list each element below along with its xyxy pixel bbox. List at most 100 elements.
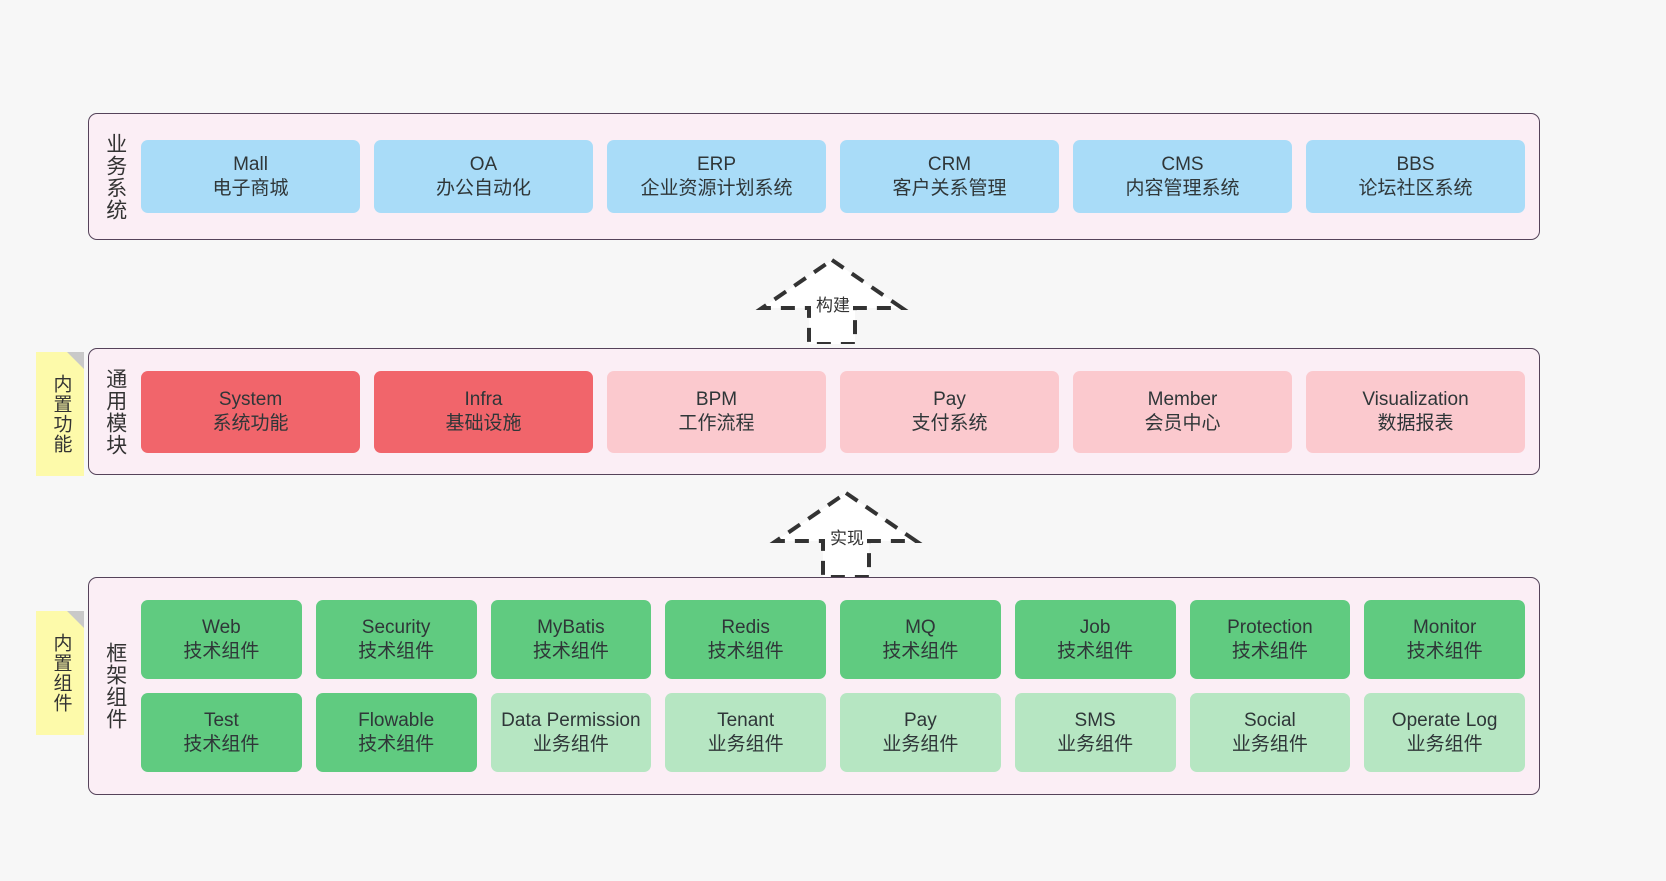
system-card-oa[interactable]: OA 办公自动化 <box>374 140 593 213</box>
card-name: Data Permission <box>501 709 641 731</box>
card-name: Member <box>1147 388 1218 410</box>
component-card-flowable[interactable]: Flowable 技术组件 <box>315 693 477 772</box>
card-desc: 技术组件 <box>532 640 609 662</box>
card-desc: 办公自动化 <box>435 177 531 199</box>
layer-title-common: 通用模块 <box>103 367 127 456</box>
layer-common-modules: 通用模块 System 系统功能 Infra 基础设施 BPM 工作流程 Pay… <box>88 348 1540 475</box>
card-name: System <box>218 388 283 410</box>
card-name: Infra <box>464 388 503 410</box>
card-desc: 技术组件 <box>1406 640 1483 662</box>
layer-body-common: System 系统功能 Infra 基础设施 BPM 工作流程 Pay 支付系统… <box>141 349 1539 474</box>
layer-row: Test 技术组件 Flowable 技术组件 Data Permission … <box>141 693 1525 772</box>
module-card-bpm[interactable]: BPM 工作流程 <box>607 370 826 453</box>
card-desc: 会员中心 <box>1144 412 1221 434</box>
module-card-visualization[interactable]: Visualization 数据报表 <box>1306 370 1525 453</box>
card-desc: 业务组件 <box>532 733 609 755</box>
card-desc: 内容管理系统 <box>1125 177 1240 199</box>
component-card-tenant[interactable]: Tenant 业务组件 <box>665 693 826 772</box>
card-desc: 论坛社区系统 <box>1358 177 1473 199</box>
card-desc: 支付系统 <box>911 412 988 434</box>
layer-framework-components: 框架组件 Web 技术组件 Security 技术组件 MyBatis 技术组件… <box>88 577 1540 795</box>
component-card-operate-log[interactable]: Operate Log 业务组件 <box>1364 693 1525 772</box>
realization-arrow-icon <box>769 490 923 579</box>
module-card-member[interactable]: Member 会员中心 <box>1073 370 1292 453</box>
card-name: SMS <box>1074 709 1116 731</box>
generalization-arrow-icon <box>755 257 909 346</box>
card-name: ERP <box>696 153 737 175</box>
card-name: Redis <box>721 616 770 638</box>
system-card-crm[interactable]: CRM 客户关系管理 <box>840 140 1059 213</box>
card-desc: 技术组件 <box>707 640 784 662</box>
card-desc: 业务组件 <box>1057 733 1134 755</box>
card-desc: 技术组件 <box>1057 640 1134 662</box>
card-desc: 工作流程 <box>678 412 755 434</box>
system-card-bbs[interactable]: BBS 论坛社区系统 <box>1306 140 1525 213</box>
card-desc: 技术组件 <box>1231 640 1308 662</box>
card-desc: 基础设施 <box>445 412 522 434</box>
card-name: Pay <box>933 388 966 410</box>
folded-corner-icon <box>67 611 84 628</box>
card-desc: 企业资源计划系统 <box>640 177 793 199</box>
arrow-label-implement: 实现 <box>830 529 864 548</box>
card-desc: 业务组件 <box>1406 733 1483 755</box>
component-card-mq[interactable]: MQ 技术组件 <box>840 600 1001 679</box>
sticky-note-label: 内置组件 <box>50 633 72 713</box>
module-card-infra[interactable]: Infra 基础设施 <box>374 370 593 453</box>
card-desc: 系统功能 <box>212 412 289 434</box>
component-card-redis[interactable]: Redis 技术组件 <box>665 600 826 679</box>
card-name: Web <box>202 616 241 638</box>
component-card-mybatis[interactable]: MyBatis 技术组件 <box>490 600 652 679</box>
card-name: BBS <box>1396 153 1435 175</box>
card-name: Tenant <box>717 709 775 731</box>
card-name: Operate Log <box>1391 709 1498 731</box>
card-name: CMS <box>1161 153 1204 175</box>
system-card-cms[interactable]: CMS 内容管理系统 <box>1073 140 1292 213</box>
module-card-system[interactable]: System 系统功能 <box>141 370 360 453</box>
card-desc: 数据报表 <box>1377 412 1454 434</box>
layer-title-business: 业务系统 <box>103 132 127 221</box>
card-name: Mall <box>233 153 268 175</box>
card-desc: 技术组件 <box>183 733 260 755</box>
component-card-security[interactable]: Security 技术组件 <box>315 600 477 679</box>
component-card-data-permission[interactable]: Data Permission 业务组件 <box>490 693 652 772</box>
component-card-sms[interactable]: SMS 业务组件 <box>1014 693 1176 772</box>
module-card-pay[interactable]: Pay 支付系统 <box>840 370 1059 453</box>
card-name: Pay <box>904 709 937 731</box>
component-card-protection[interactable]: Protection 技术组件 <box>1189 600 1351 679</box>
card-name: Security <box>361 616 431 638</box>
system-card-mall[interactable]: Mall 电子商城 <box>141 140 360 213</box>
layer-row: Mall 电子商城 OA 办公自动化 ERP 企业资源计划系统 CRM 客户关系… <box>141 140 1525 213</box>
sticky-note-builtin-component: 内置组件 <box>36 611 84 735</box>
component-card-test[interactable]: Test 技术组件 <box>141 693 302 772</box>
layer-row: System 系统功能 Infra 基础设施 BPM 工作流程 Pay 支付系统… <box>141 370 1525 453</box>
card-desc: 技术组件 <box>358 640 435 662</box>
component-card-web[interactable]: Web 技术组件 <box>141 600 302 679</box>
card-desc: 业务组件 <box>707 733 784 755</box>
card-name: Visualization <box>1362 388 1469 410</box>
arrow-implement: 实现 <box>766 489 926 579</box>
card-name: Flowable <box>358 709 435 731</box>
card-desc: 客户关系管理 <box>892 177 1007 199</box>
component-card-pay[interactable]: Pay 业务组件 <box>840 693 1001 772</box>
card-name: BPM <box>695 388 738 410</box>
layer-row: Web 技术组件 Security 技术组件 MyBatis 技术组件 Redi… <box>141 600 1525 679</box>
card-desc: 技术组件 <box>882 640 959 662</box>
arrow-build: 构建 <box>752 256 912 346</box>
layer-body-business: Mall 电子商城 OA 办公自动化 ERP 企业资源计划系统 CRM 客户关系… <box>141 114 1539 239</box>
component-card-job[interactable]: Job 技术组件 <box>1014 600 1176 679</box>
card-desc: 技术组件 <box>358 733 435 755</box>
card-name: Test <box>203 709 239 731</box>
card-name: Social <box>1244 709 1296 731</box>
card-desc: 业务组件 <box>882 733 959 755</box>
sticky-note-label: 内置功能 <box>50 374 72 454</box>
component-card-monitor[interactable]: Monitor 技术组件 <box>1364 600 1525 679</box>
system-card-erp[interactable]: ERP 企业资源计划系统 <box>607 140 826 213</box>
layer-business-systems: 业务系统 Mall 电子商城 OA 办公自动化 ERP 企业资源计划系统 CRM… <box>88 113 1540 240</box>
card-desc: 电子商城 <box>212 177 289 199</box>
arrow-label-build: 构建 <box>816 296 850 315</box>
card-name: MyBatis <box>537 616 605 638</box>
component-card-social[interactable]: Social 业务组件 <box>1189 693 1351 772</box>
card-name: CRM <box>927 153 972 175</box>
card-desc: 业务组件 <box>1231 733 1308 755</box>
